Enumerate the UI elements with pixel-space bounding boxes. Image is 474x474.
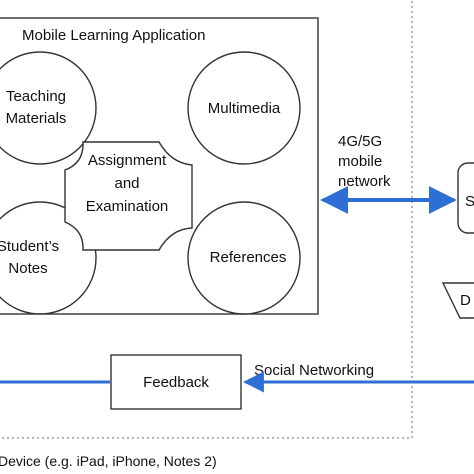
feedback-label: Feedback (143, 374, 209, 391)
multimedia-module: Multimedia (187, 51, 301, 165)
students-notes-line1: Student’s (0, 238, 59, 255)
social-networking-label: Social Networking (254, 362, 374, 379)
assignment-line2: and (114, 175, 139, 192)
device-boundary (0, 0, 413, 439)
app-box-title: Mobile Learning Application (22, 27, 205, 44)
teaching-materials-module: Teaching Materials (0, 51, 97, 165)
references-module: References (187, 201, 301, 315)
network-line1: 4G/5G (338, 133, 382, 150)
students-notes-module: Student’s Notes (0, 201, 97, 315)
assignment-examination-module: Assignment and Examination (64, 141, 193, 251)
teaching-materials-line1: Teaching (6, 88, 66, 105)
references-label: References (210, 249, 287, 266)
trapezoid-letter: D (460, 292, 471, 309)
assignment-line3: Examination (86, 198, 169, 215)
network-line3: network (338, 173, 391, 190)
database-trapezoid-partial: D (441, 282, 474, 319)
teaching-materials-line2: Materials (6, 110, 67, 127)
device-caption: Device (e.g. iPad, iPhone, Notes 2) (0, 453, 217, 469)
multimedia-label: Multimedia (208, 100, 281, 117)
server-box-letter: S (465, 193, 474, 210)
students-notes-line2: Notes (8, 260, 47, 277)
feedback-box: Feedback (110, 354, 242, 410)
assignment-line1: Assignment (88, 152, 167, 169)
network-line2: mobile (338, 153, 382, 170)
server-box-partial: S (457, 162, 474, 234)
